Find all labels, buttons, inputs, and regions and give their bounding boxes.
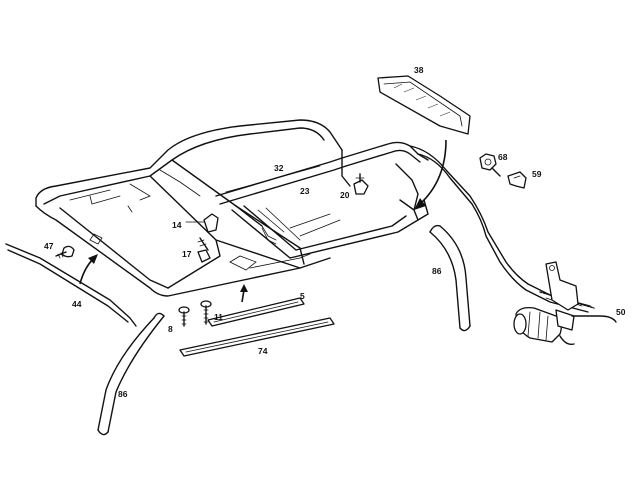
part-11-screw: 11 [200, 300, 223, 325]
part-17-screw: 17 [182, 237, 211, 263]
callout-86-right: 86 [432, 266, 442, 276]
assembly-arrow-38 [414, 139, 447, 210]
part-8-screw: 8 [168, 306, 190, 334]
sunroof-guide-rails [215, 141, 429, 259]
callout-23: 23 [300, 186, 310, 196]
assembly-arrow-5 [240, 284, 248, 303]
part-44-trim-strip: 44 [5, 243, 137, 327]
part-68-bolt: 68 [479, 152, 508, 177]
callout-68: 68 [498, 152, 508, 162]
callout-47: 47 [44, 241, 54, 251]
part-74-seal-strip: 74 [179, 317, 335, 357]
part-59-bracket: 59 [507, 169, 542, 189]
part-86-drain-hose-right: 86 [429, 224, 471, 332]
callout-50: 50 [616, 307, 626, 317]
callout-38: 38 [414, 65, 424, 75]
drive-motor-assembly: 50 [513, 261, 626, 346]
callout-14: 14 [172, 220, 182, 230]
callout-20: 20 [340, 190, 350, 200]
part-38-cover-panel: 38 [377, 65, 471, 135]
part-20-screw: 20 [340, 173, 369, 200]
part-86-drain-hose-left: 86 [97, 312, 165, 436]
callout-44: 44 [72, 299, 82, 309]
roof-frame [35, 119, 343, 297]
callout-59: 59 [532, 169, 542, 179]
part-5-strip: 5 [207, 291, 305, 327]
callout-11: 11 [214, 312, 223, 322]
callout-32: 32 [274, 163, 284, 173]
callout-74: 74 [258, 346, 268, 356]
callout-5: 5 [300, 291, 305, 301]
callout-8: 8 [168, 324, 173, 334]
assembly-arrow-44 [79, 254, 98, 285]
part-32-seal: 32 [274, 163, 284, 173]
part-14-bracket: 14 [172, 213, 219, 233]
callout-86-left: 86 [118, 389, 128, 399]
part-23-rail: 23 [300, 186, 310, 196]
callout-17: 17 [182, 249, 192, 259]
part-47-screw: 47 [44, 241, 75, 259]
